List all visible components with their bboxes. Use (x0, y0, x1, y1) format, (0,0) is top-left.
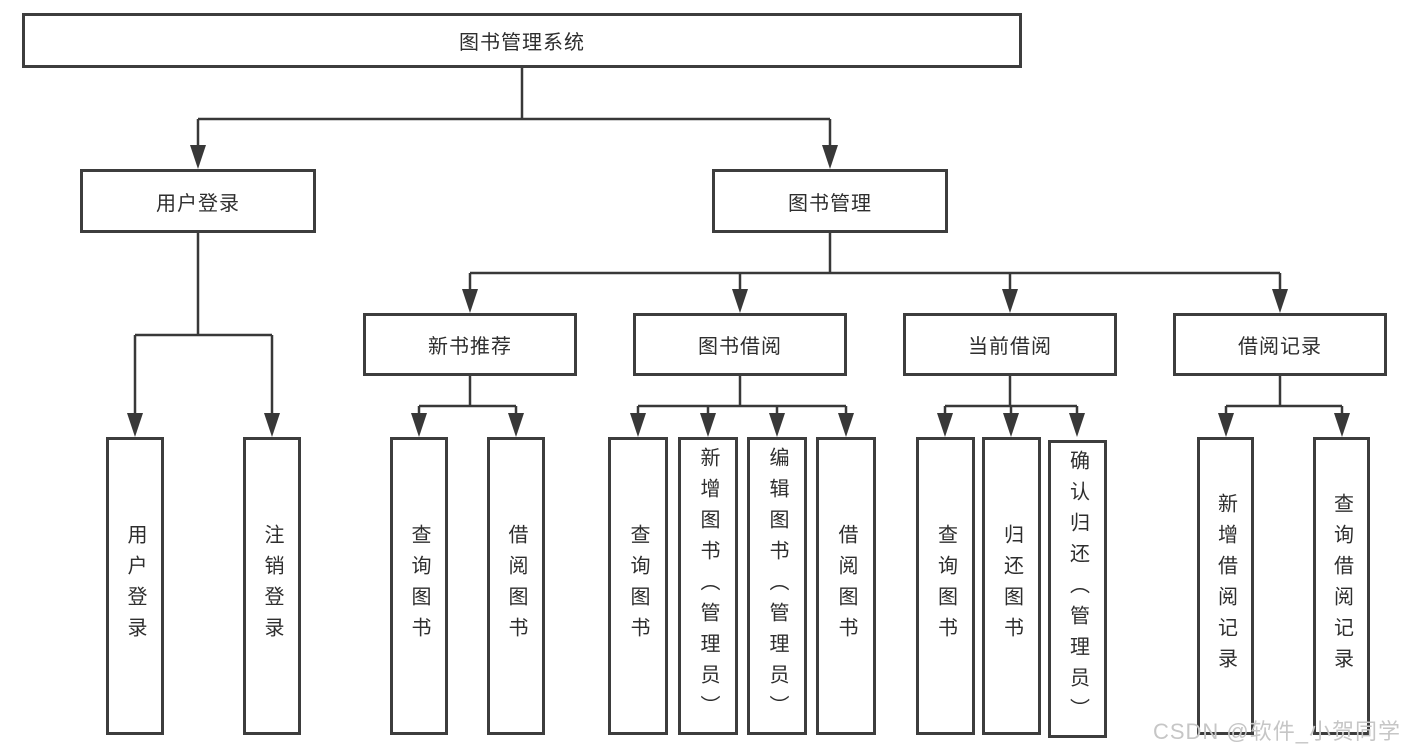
node-label: 查询图书 (934, 524, 957, 648)
node-label: 归还图书 (1000, 524, 1023, 648)
node-label: 编辑图书（管理员） (766, 446, 788, 726)
node-query-books-borrow: 查询图书 (608, 437, 668, 735)
node-user-login: 用户登录 (80, 169, 316, 233)
node-logout-action: 注销登录 (243, 437, 301, 735)
node-label: 确认归还（管理员） (1066, 449, 1089, 729)
node-query-borrow-record: 查询借阅记录 (1313, 437, 1370, 735)
node-confirm-return-admin: 确认归还（管理员） (1048, 440, 1107, 738)
node-label: 新书推荐 (428, 336, 512, 358)
node-borrow-books-recommend: 借阅图书 (487, 437, 545, 735)
node-current-borrow: 当前借阅 (903, 313, 1117, 376)
node-return-books: 归还图书 (982, 437, 1041, 735)
node-book-management: 图书管理 (712, 169, 948, 233)
node-user-login-action: 用户登录 (106, 437, 164, 735)
node-label: 查询图书 (408, 524, 430, 648)
node-label: 图书借阅 (698, 336, 782, 358)
node-label: 当前借阅 (968, 336, 1052, 358)
node-label: 查询借阅记录 (1330, 493, 1353, 679)
node-book-borrow: 图书借阅 (633, 313, 847, 376)
node-label: 注销登录 (261, 524, 283, 648)
node-borrow-records: 借阅记录 (1173, 313, 1387, 376)
node-query-books-current: 查询图书 (916, 437, 975, 735)
node-label: 借阅图书 (505, 524, 527, 648)
node-label: 新增借阅记录 (1214, 493, 1237, 679)
node-label: 图书管理系统 (459, 32, 585, 54)
node-label: 借阅记录 (1238, 336, 1322, 358)
node-label: 查询图书 (627, 524, 649, 648)
node-label: 用户登录 (156, 192, 240, 215)
node-new-book-recommend: 新书推荐 (363, 313, 577, 376)
node-borrow-books-action: 借阅图书 (816, 437, 876, 735)
node-add-books-admin: 新增图书（管理员） (678, 437, 738, 735)
node-query-books-recommend: 查询图书 (390, 437, 448, 735)
node-library-management-system: 图书管理系统 (22, 13, 1022, 68)
node-label: 图书管理 (788, 192, 872, 215)
node-label: 新增图书（管理员） (697, 446, 719, 726)
node-label: 用户登录 (124, 524, 146, 648)
watermark: CSDN @软件_小贺同学 (1152, 719, 1401, 744)
node-label: 借阅图书 (835, 524, 857, 648)
node-edit-books-admin: 编辑图书（管理员） (747, 437, 807, 735)
node-add-borrow-record: 新增借阅记录 (1197, 437, 1254, 735)
